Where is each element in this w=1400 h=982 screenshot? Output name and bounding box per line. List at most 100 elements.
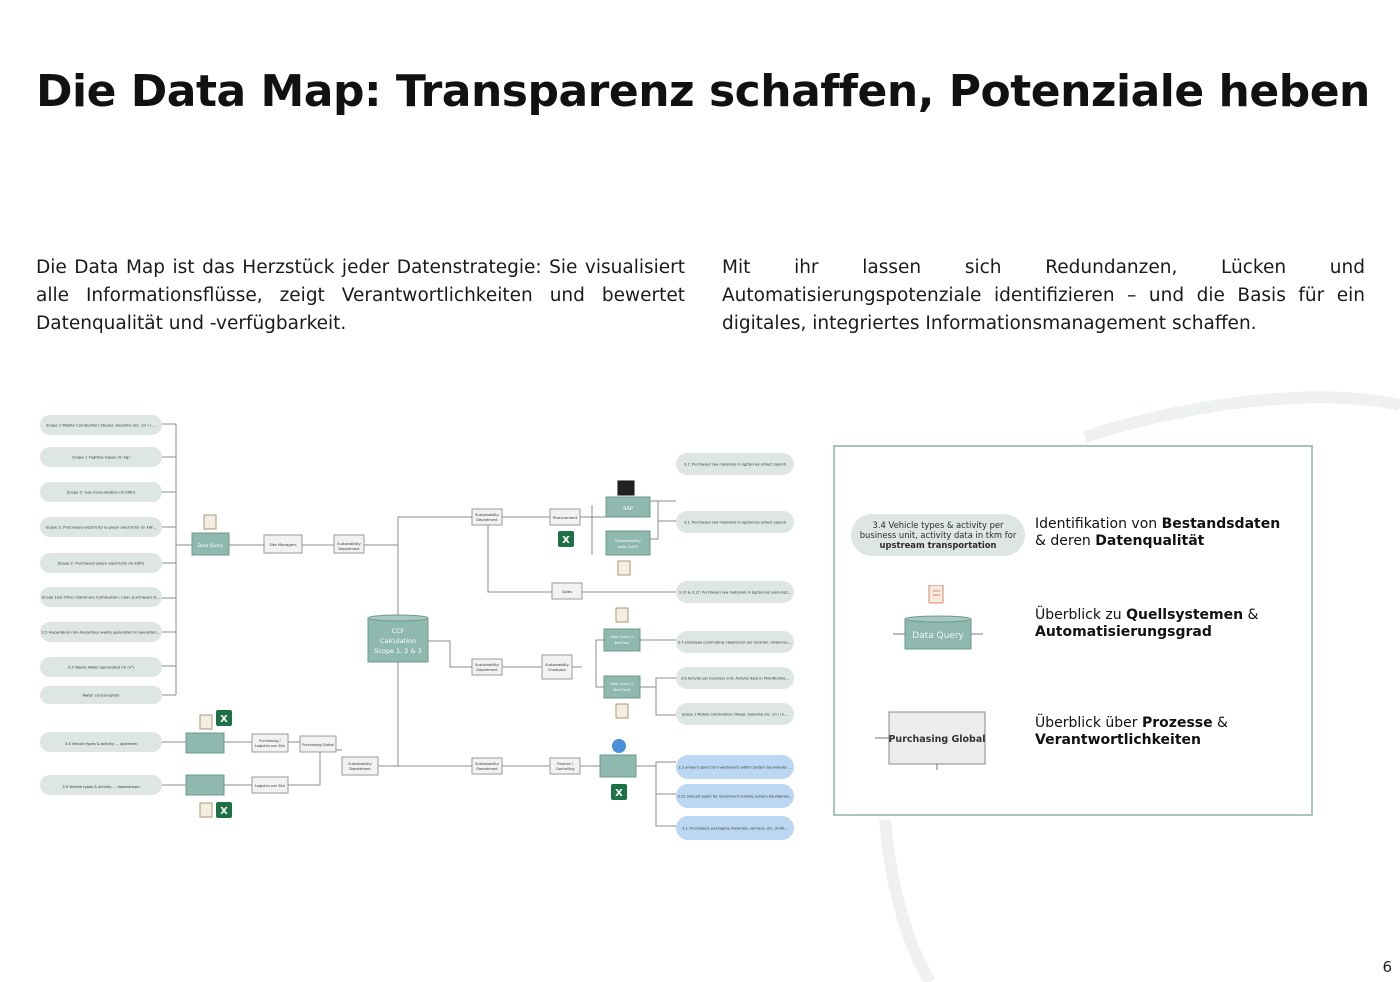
- node-data-query: Data Query: [191, 532, 230, 556]
- finance-pill: 3.1: Purchased: packaging materials, ser…: [676, 816, 794, 840]
- source-pill: 3.10 & 3.12: Purchased raw materials in …: [676, 581, 794, 603]
- excel-icon: [611, 784, 627, 800]
- svg-text:Scope 2: Purchased green elect: Scope 2: Purchased green electricity (in…: [58, 561, 145, 566]
- svg-text:Purchasing Global: Purchasing Global: [302, 743, 333, 747]
- page-title: Die Data Map: Transparenz schaffen, Pote…: [36, 66, 1370, 117]
- source-pill: 3.7 employee commuting: Headcount per lo…: [676, 631, 794, 653]
- svg-text:Data Query &: Data Query &: [610, 682, 634, 686]
- legend-panel: 3.4 Vehicle types & activity per busines…: [833, 445, 1313, 816]
- svg-text:3.1: Purchased raw materials i: 3.1: Purchased raw materials in kg/tonne…: [684, 521, 787, 525]
- svg-text:Department: Department: [476, 767, 498, 771]
- excel-icon: [558, 531, 574, 547]
- node-sustainability-dept-2: Sustainability Department: [471, 508, 503, 526]
- scope-pill: Scope 1 Mobile Combustion: Diesel, Gasol…: [40, 415, 162, 435]
- node-data-query-excel: Data Query & Mail Excel: [603, 675, 641, 699]
- node-sales: Sales: [551, 582, 583, 600]
- svg-text:Sustainability: Sustainability: [337, 542, 361, 546]
- legend-item-prozesse: Überblick über Prozesse & Verantwortlich…: [1035, 715, 1228, 748]
- upstream-pill: 3.4 Vehicle types & activity … upstream: [40, 732, 162, 752]
- node-site-managers: Site Managers: [263, 534, 303, 554]
- source-pill: 3.1: Purchased raw materials in kg/tonne…: [676, 511, 794, 533]
- scope-pill: Scope 2: Purchased green electricity (in…: [40, 553, 162, 573]
- scope-pill: 3.5 Waste Water generated (in m³): [40, 657, 162, 677]
- svg-text:Sales: Sales: [562, 589, 572, 594]
- intro-paragraph-right: Mit ihr lassen sich Redundanzen, Lücken …: [722, 257, 1365, 334]
- scope-pill: Scope 2: Gas Consumption (in kWh): [40, 482, 162, 502]
- node-sustainability-dept-5: Sustainability Department: [471, 757, 503, 775]
- svg-text:Department: Department: [349, 767, 371, 771]
- source-pill: 3.6 Activity per business unit, Activity…: [676, 667, 794, 689]
- finance-pill: 3.2 amount spent for investments within …: [676, 755, 794, 779]
- clipboard-icon: [199, 714, 213, 730]
- node-sustainability-dept-4: Sustainability Department: [341, 756, 379, 776]
- clipboard-icon: [199, 802, 213, 818]
- node-purchasing-logistics: Purchasing / Logistics per Site: [251, 733, 289, 753]
- node-purchasing-global-small: Purchasing Global: [299, 735, 337, 753]
- svg-text:Mail Tool: Mail Tool: [615, 641, 630, 645]
- svg-text:Sustainability: Sustainability: [615, 538, 641, 543]
- node-finance-db: [599, 754, 637, 778]
- svg-text:Champion: Champion: [548, 668, 566, 672]
- svg-text:Procurement: Procurement: [553, 515, 578, 520]
- svg-text:Scope 1 Fugitive Gases (in kg): Scope 1 Fugitive Gases (in kg): [72, 455, 130, 460]
- monitor-icon: [617, 480, 635, 496]
- downstream-pill: 3.9 Vehicle types & activity … downstrea…: [40, 775, 162, 795]
- excel-icon: [216, 802, 232, 818]
- node-data-query-hr: Data Query & Mail Tool: [603, 628, 641, 652]
- svg-text:Sustainability: Sustainability: [475, 513, 499, 517]
- svg-text:Finance /: Finance /: [557, 762, 574, 766]
- clipboard-icon: [615, 703, 629, 719]
- legend-process-symbol: Purchasing Global: [875, 711, 986, 770]
- node-data-query-downstream: [185, 774, 225, 796]
- svg-text:3.10 & 3.12: Purchased raw mat: 3.10 & 3.12: Purchased raw materials in …: [679, 591, 792, 595]
- source-pill: 3.1: Purchased raw materials in kg/tonne…: [676, 453, 794, 475]
- svg-text:3.15 amount spent for investme: 3.15 amount spent for investment outside…: [677, 795, 792, 799]
- right-pills: 3.1: Purchased raw materials in kg/tonne…: [676, 453, 794, 725]
- svg-text:3.9 Vehicle types & activity …: 3.9 Vehicle types & activity … downstrea…: [62, 785, 140, 789]
- svg-text:Purchasing Global: Purchasing Global: [888, 734, 985, 745]
- node-procurement: Procurement: [549, 508, 581, 526]
- svg-text:Logistics per Site: Logistics per Site: [255, 744, 285, 748]
- svg-text:X: X: [220, 806, 228, 817]
- data-map-diagram: Scope 1 Mobile Combustion: Diesel, Gasol…: [40, 415, 794, 840]
- clipboard-icon: [203, 514, 217, 530]
- node-sustainability-dept-1: Sustainability Department: [333, 534, 365, 554]
- node-sustainability-dept-3: Sustainability Department: [471, 658, 503, 676]
- svg-text:Scope 1, 2 & 3: Scope 1, 2 & 3: [374, 647, 422, 655]
- svg-text:X: X: [220, 714, 228, 725]
- svg-text:Scope 2: Purchased electricity: Scope 2: Purchased electricity & green e…: [46, 525, 157, 530]
- legend-pill-example: 3.4 Vehicle types & activity per busines…: [851, 514, 1025, 556]
- svg-text:3.6 Activity per business unit: 3.6 Activity per business unit, Activity…: [681, 677, 790, 681]
- node-sustainability-champion: Sustainability Champion: [541, 654, 573, 680]
- svg-text:Data Query: Data Query: [198, 543, 224, 549]
- svg-text:Scope 1&2 Other stationary Com: Scope 1&2 Other stationary Combustion: C…: [42, 595, 161, 600]
- page-number: 6: [1382, 958, 1392, 976]
- svg-text:3.1: Purchased: packaging mate: 3.1: Purchased: packaging materials, ser…: [682, 827, 788, 831]
- svg-text:Sustainability: Sustainability: [545, 663, 569, 667]
- svg-text:3.2 amount spent for investmen: 3.2 amount spent for investments within …: [678, 766, 792, 770]
- connectors: [162, 423, 676, 827]
- svg-text:Logistics per Site: Logistics per Site: [255, 784, 285, 788]
- svg-text:Mail Excel: Mail Excel: [614, 688, 631, 692]
- scope-pill: Water consumption: [40, 686, 162, 704]
- scope-pills: Scope 1 Mobile Combustion: Diesel, Gasol…: [40, 415, 162, 704]
- node-finance: Finance / Controlling: [549, 757, 581, 775]
- svg-text:Calculation: Calculation: [380, 637, 416, 645]
- svg-text:X: X: [562, 535, 570, 546]
- svg-text:Scope 2: Gas Consumption (in k: Scope 2: Gas Consumption (in kWh): [67, 490, 136, 495]
- svg-text:Site Managers: Site Managers: [269, 542, 296, 547]
- svg-text:3.7 employee commuting: Headco: 3.7 employee commuting: Headcount per lo…: [678, 641, 793, 645]
- svg-text:Department: Department: [338, 547, 360, 551]
- svg-text:Sustainability: Sustainability: [348, 762, 372, 766]
- svg-text:Scope 1 Mobile Combustion: Die: Scope 1 Mobile Combustion: Diesel, Gasol…: [46, 423, 156, 428]
- finance-pill: 3.15 amount spent for investment outside…: [676, 784, 794, 808]
- svg-text:SAP: SAP: [623, 506, 633, 512]
- legend-item-bestandsdaten: Identifikation von Bestandsdaten & deren…: [1035, 516, 1281, 549]
- svg-text:Data Query &: Data Query &: [610, 635, 634, 639]
- clipboard-icon: [617, 560, 631, 576]
- blue-pills: 3.2 amount spent for investments within …: [676, 755, 794, 840]
- node-sap: SAP: [605, 480, 651, 518]
- scope-pill: Scope 1 Fugitive Gases (in kg): [40, 447, 162, 467]
- node-data-query-upstream: [185, 732, 225, 754]
